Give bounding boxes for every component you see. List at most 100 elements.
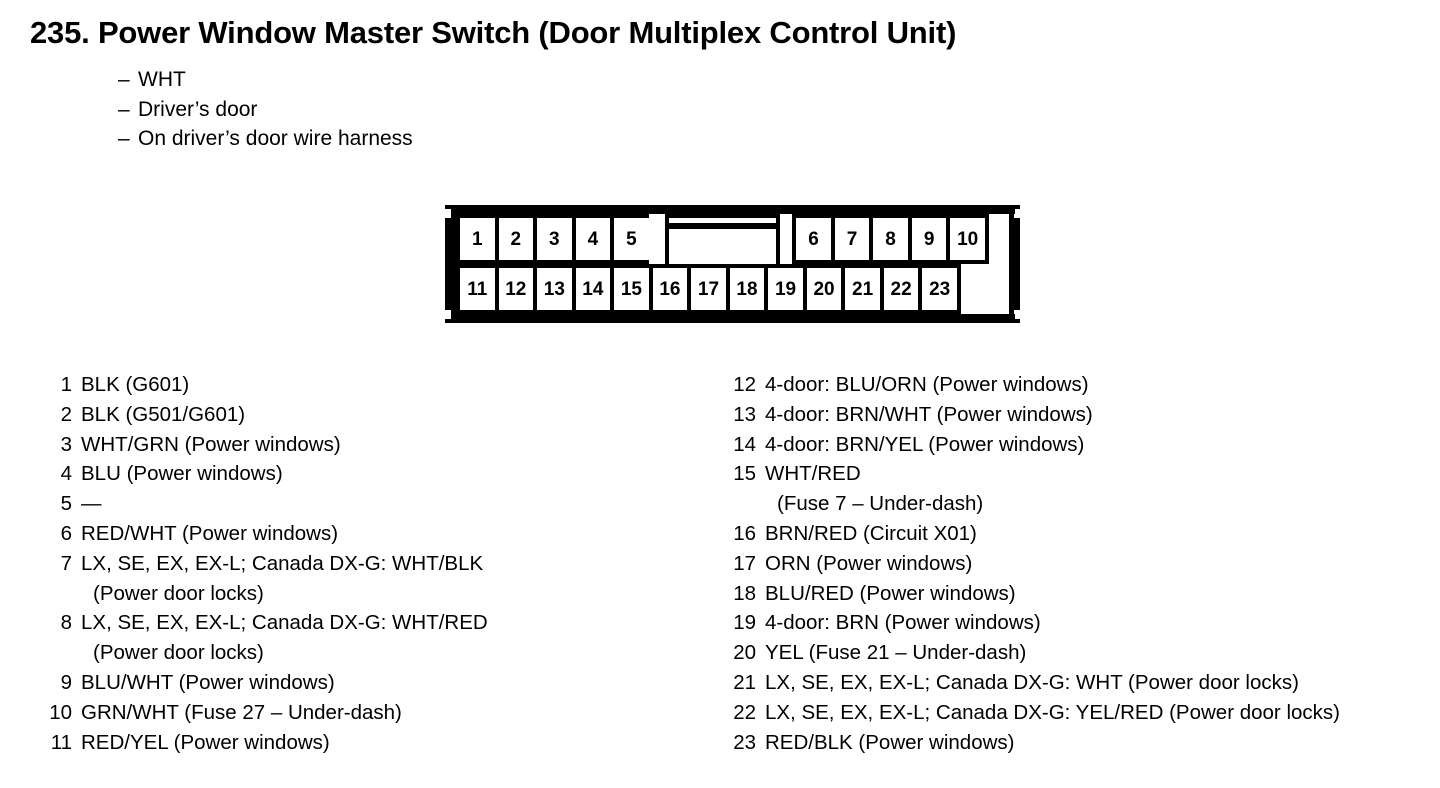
pin-cell-23[interactable]: 23 [918,264,961,314]
note-dash-icon: – [118,97,130,121]
pin-cell-22[interactable]: 22 [879,264,923,314]
pin-wire-description: 4-door: BLU/ORN (Power windows) [765,370,1428,400]
pin-wire-main: LX, SE, EX, EX-L; Canada DX-G: YEL/RED (… [765,700,1340,724]
pin-number: 22 [733,700,756,724]
pin-wire-main: 4-door: BRN (Power windows) [765,611,1041,635]
pin-number: 4 [60,462,72,486]
pin-cell-15[interactable]: 15 [610,264,653,314]
pin-wire-main: 4-door: BLU/ORN (Power windows) [765,373,1089,396]
pin-number: 13 [733,402,756,426]
pin-wire-description: YEL (Fuse 21 – Under-dash) [765,638,1428,668]
pin-cell-4[interactable]: 4 [571,214,615,264]
pin-cell-16[interactable]: 16 [648,264,692,314]
pin-number: 17 [733,551,756,575]
pin-wire-main: BLK (G501/G601) [81,402,246,426]
pin-wire-continuation: (Power door locks) [93,641,264,665]
pin-wire-main: BLK (G601) [81,373,190,396]
pin-number: 5 [60,492,72,516]
pin-cell-7[interactable]: 7 [830,214,874,264]
pin-cell-10[interactable]: 10 [946,214,989,264]
pin-cell-14[interactable]: 14 [571,264,615,314]
pin-wire-description: BRN/RED (Circuit X01) [765,519,1428,549]
pin-wire-description: BLK (G501/G601) [81,400,682,430]
pin-cell-11[interactable]: 11 [456,264,499,314]
pin-row-top: 1 2 3 4 5 6 7 8 9 10 [456,214,1009,264]
pin-cell-21[interactable]: 21 [841,264,884,314]
pin-description-row: 16 BRN/RED (Circuit X01) [728,519,1428,549]
pin-wire-continuation: (Power door locks) [93,581,264,605]
pin-number: 6 [60,521,72,545]
pin-description-row: 17 ORN (Power windows) [728,549,1428,579]
pin-wire-main: LX, SE, EX, EX-L; Canada DX-G: WHT/RED [81,611,488,635]
pin-number: 20 [733,641,756,665]
pin-wire-description: ORN (Power windows) [765,549,1428,579]
pin-wire-description: RED/WHT (Power windows) [81,519,682,549]
connector-keyway-tab [656,214,789,264]
pin-cell-5[interactable]: 5 [610,214,653,264]
pin-cell-2[interactable]: 2 [494,214,538,264]
pin-wire-main: RED/BLK (Power windows) [765,730,1015,754]
note-line: –On driver’s door wire harness [118,124,413,154]
title-block: 235. Power Window Master Switch (Door Mu… [30,14,956,52]
rail-notch [1014,310,1020,319]
pin-cell-12[interactable]: 12 [494,264,538,314]
pin-number: 14 [733,432,756,456]
keyway-outline [664,214,781,264]
pin-description-row: 2 BLK (G501/G601) [42,400,682,430]
keyway-right-gap [784,214,793,264]
pin-row-bottom: 11 12 13 14 15 16 17 18 19 20 21 22 23 [456,264,1009,314]
pin-cell-1[interactable]: 1 [456,214,499,264]
note-text: WHT [138,68,186,91]
pin-description-row: 4 BLU (Power windows) [42,459,682,489]
pin-wire-continuation: (Fuse 7 – Under-dash) [777,492,984,516]
pin-number: 2 [60,402,72,426]
pin-cell-13[interactable]: 13 [533,264,576,314]
pin-wire-main: LX, SE, EX, EX-L; Canada DX-G: WHT/BLK [81,551,484,575]
pin-wire-description: BLU/WHT (Power windows) [81,668,682,698]
pin-description-row: 5— [42,489,682,519]
pin-wire-main: BRN/RED (Circuit X01) [765,521,977,545]
pin-wire-description: WHT/GRN (Power windows) [81,430,682,460]
pin-wire-main: BLU/WHT (Power windows) [81,670,335,694]
keyway-left-gap [648,214,657,264]
pin-wire-description: BLU (Power windows) [81,459,682,489]
connector-notes: –WHT –Driver’s door –On driver’s door wi… [118,65,413,154]
pin-wire-main: BLU (Power windows) [81,462,283,486]
pin-wire-main: RED/WHT (Power windows) [81,521,339,545]
pin-cell-18[interactable]: 18 [725,264,769,314]
pin-description-row: 20 YEL (Fuse 21 – Under-dash) [728,638,1428,668]
rail-notch [445,310,451,319]
pin-number: 11 [50,730,72,754]
pin-cell-17[interactable]: 17 [687,264,730,314]
pin-wire-description: LX, SE, EX, EX-L; Canada DX-G: WHT/BLK (P… [81,549,682,609]
note-text: On driver’s door wire harness [138,127,413,150]
pin-grid: 1 2 3 4 5 6 7 8 9 10 11 12 13 14 15 16 1… [456,214,1009,314]
pin-number: 9 [60,670,72,694]
pin-wire-description: LX, SE, EX, EX-L; Canada DX-G: YEL/RED (… [765,698,1428,728]
note-dash-icon: – [118,127,130,150]
pin-number: 1 [60,373,72,396]
pin-wire-description: RED/YEL (Power windows) [81,728,682,758]
pin-cell-19[interactable]: 19 [764,264,807,314]
pin-number: 15 [733,462,756,486]
pin-number: 19 [733,611,756,635]
pin-cell-8[interactable]: 8 [869,214,912,264]
pin-wire-main: WHT/RED [765,462,861,486]
pin-cell-20[interactable]: 20 [802,264,846,314]
pin-description-row: 12 4-door: BLU/ORN (Power windows) [728,370,1428,400]
pin-wire-main: LX, SE, EX, EX-L; Canada DX-G: WHT (Powe… [765,670,1299,694]
pin-cell-3[interactable]: 3 [533,214,576,264]
pin-number: 8 [60,611,72,635]
pin-cell-9[interactable]: 9 [907,214,951,264]
pin-number: 12 [733,373,756,396]
pin-wire-description: — [81,489,682,519]
pin-cell-6[interactable]: 6 [792,214,835,264]
connector-diagram: 1 2 3 4 5 6 7 8 9 10 11 12 13 14 15 16 1… [445,205,1020,323]
pin-number: 16 [733,521,756,545]
pin-number: 7 [60,551,72,575]
